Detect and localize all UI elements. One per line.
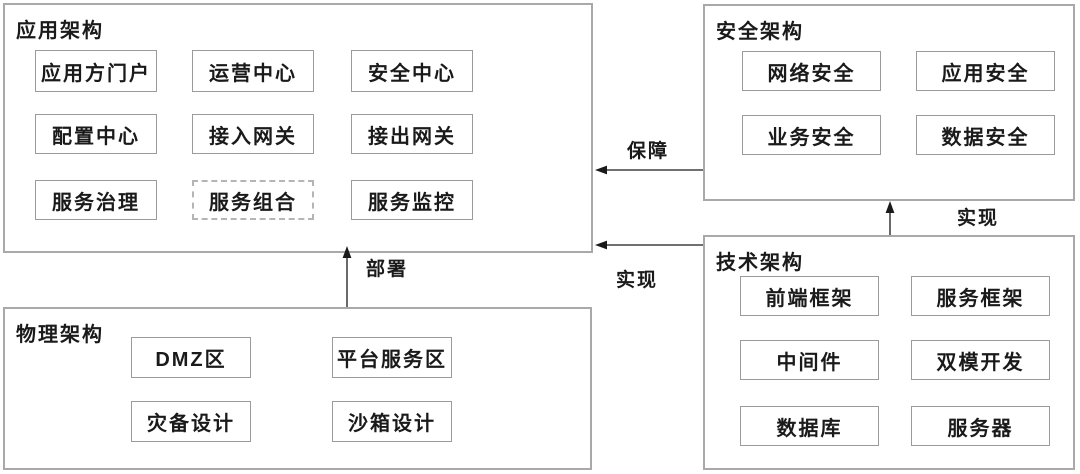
diagram-node-data-security: 数据安全 [916,115,1055,155]
diagram-node-dual-mode-dev: 双模开发 [911,340,1050,380]
diagram-node-service-composition: 服务组合 [192,180,314,220]
group-title-app: 应用架构 [16,20,104,42]
diagram-node-service-monitoring: 服务监控 [351,180,473,220]
diagram-node-security-center: 安全中心 [351,50,473,92]
diagram-node-disaster-recovery: 灾备设计 [131,401,251,442]
diagram-node-config-center: 配置中心 [35,114,157,154]
group-title-tech: 技术架构 [716,252,804,274]
diagram-node-inbound-gateway: 接入网关 [192,114,314,154]
edge-label-realize-security: 实现 [957,208,1000,229]
guarantee-arrow-icon [595,165,703,175]
diagram-node-network-security: 网络安全 [742,51,881,91]
diagram-node-platform-service-zone: 平台服务区 [332,337,452,378]
diagram-node-frontend-framework: 前端框架 [740,276,879,316]
realize-arrow-horizontal-icon [595,240,703,250]
app-architecture-group: 应用架构 应用方门户 运营中心 安全中心 配置中心 接入网关 接出网关 服务治理… [3,3,593,253]
diagram-node-sandbox-design: 沙箱设计 [332,401,452,442]
edge-label-guarantee: 保障 [627,141,670,162]
diagram-node-app-security: 应用安全 [916,51,1055,91]
diagram-node-app-portal: 应用方门户 [35,50,157,92]
physical-architecture-group: 物理架构 DMZ区 平台服务区 灾备设计 沙箱设计 [3,307,592,470]
diagram-node-business-security: 业务安全 [742,115,881,155]
diagram-node-service-governance: 服务治理 [35,180,157,220]
group-title-security: 安全架构 [716,21,804,43]
security-architecture-group: 安全架构 网络安全 应用安全 业务安全 数据安全 [703,4,1075,201]
edge-label-deploy: 部署 [366,259,409,280]
edge-label-realize-app: 实现 [616,270,659,291]
diagram-node-server: 服务器 [911,406,1050,446]
diagram-node-dmz-zone: DMZ区 [131,337,251,378]
diagram-node-outbound-gateway: 接出网关 [351,114,473,154]
tech-architecture-group: 技术架构 前端框架 服务框架 中间件 双模开发 数据库 服务器 [703,235,1075,470]
deploy-arrow-icon [342,246,352,307]
diagram-node-operation-center: 运营中心 [192,50,314,92]
realize-arrow-vertical-icon [885,201,895,235]
group-title-physical: 物理架构 [16,324,104,346]
diagram-node-middleware: 中间件 [740,340,879,380]
diagram-node-service-framework: 服务框架 [911,276,1050,316]
diagram-node-database: 数据库 [740,406,879,446]
